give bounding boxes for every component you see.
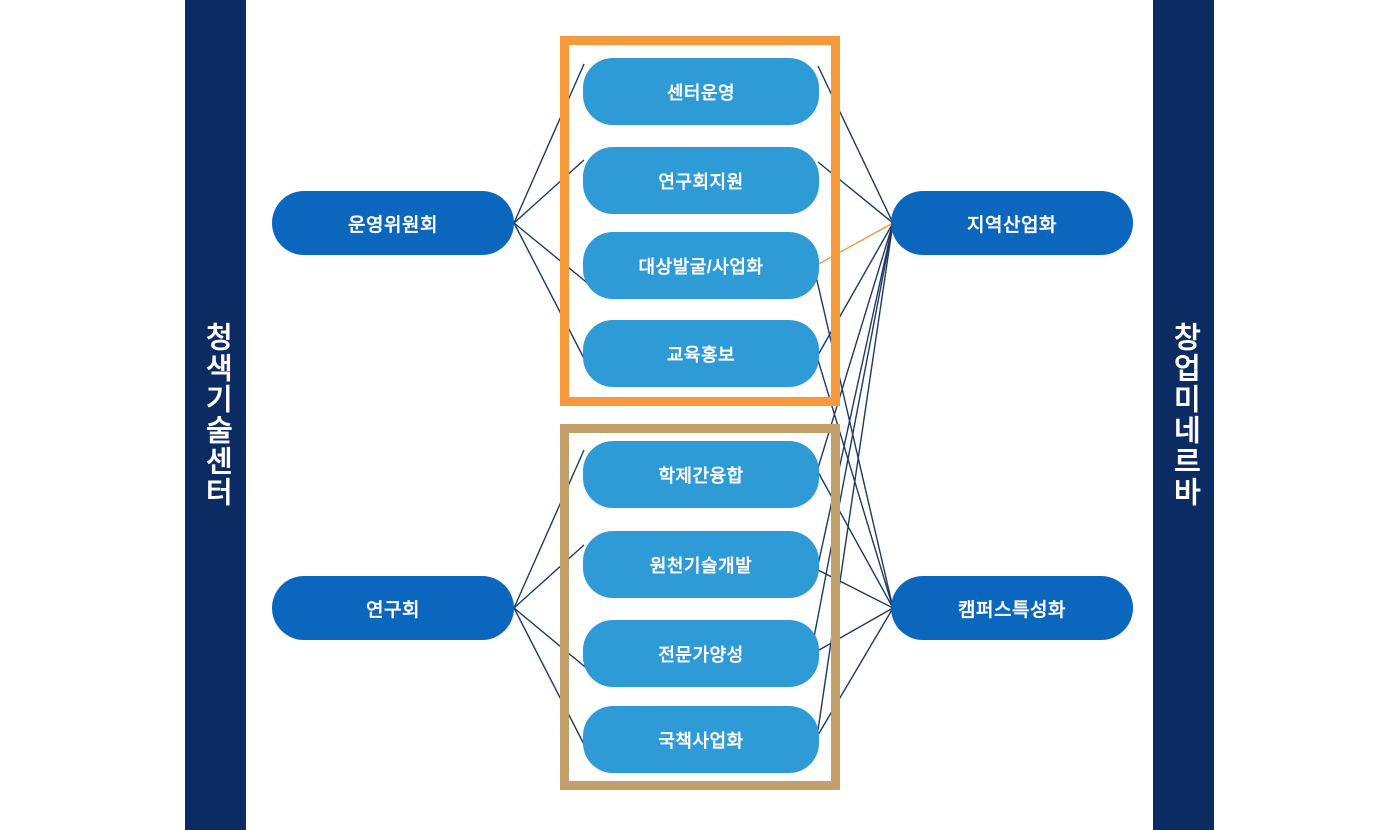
group-frame-research [560, 424, 840, 790]
node-interdisciplinary-convergence[interactable]: 학제간융합 [583, 441, 819, 508]
banner-right: 창업미네르바 [1153, 0, 1214, 830]
node-operating-committee[interactable]: 운영위원회 [272, 191, 514, 255]
node-research-society[interactable]: 연구회 [272, 576, 514, 640]
banner-right-label: 창업미네르바 [1168, 322, 1201, 508]
banner-left: 청색기술센터 [185, 0, 246, 830]
node-core-technology-development[interactable]: 원천기술개발 [583, 531, 819, 598]
node-campus-specialization[interactable]: 캠퍼스특성화 [891, 576, 1133, 640]
node-regional-industrialization[interactable]: 지역산업화 [891, 191, 1133, 255]
node-national-project-commercialization[interactable]: 국책사업화 [583, 706, 819, 773]
group-frame-operations [560, 36, 840, 406]
node-target-discovery-commercialization[interactable]: 대상발굴/사업화 [583, 232, 819, 299]
node-education-promotion[interactable]: 교육홍보 [583, 320, 819, 387]
banner-left-label: 청색기술센터 [200, 322, 233, 508]
node-expert-training[interactable]: 전문가양성 [583, 620, 819, 687]
node-research-society-support[interactable]: 연구회지원 [583, 147, 819, 214]
node-center-operation[interactable]: 센터운영 [583, 58, 819, 125]
